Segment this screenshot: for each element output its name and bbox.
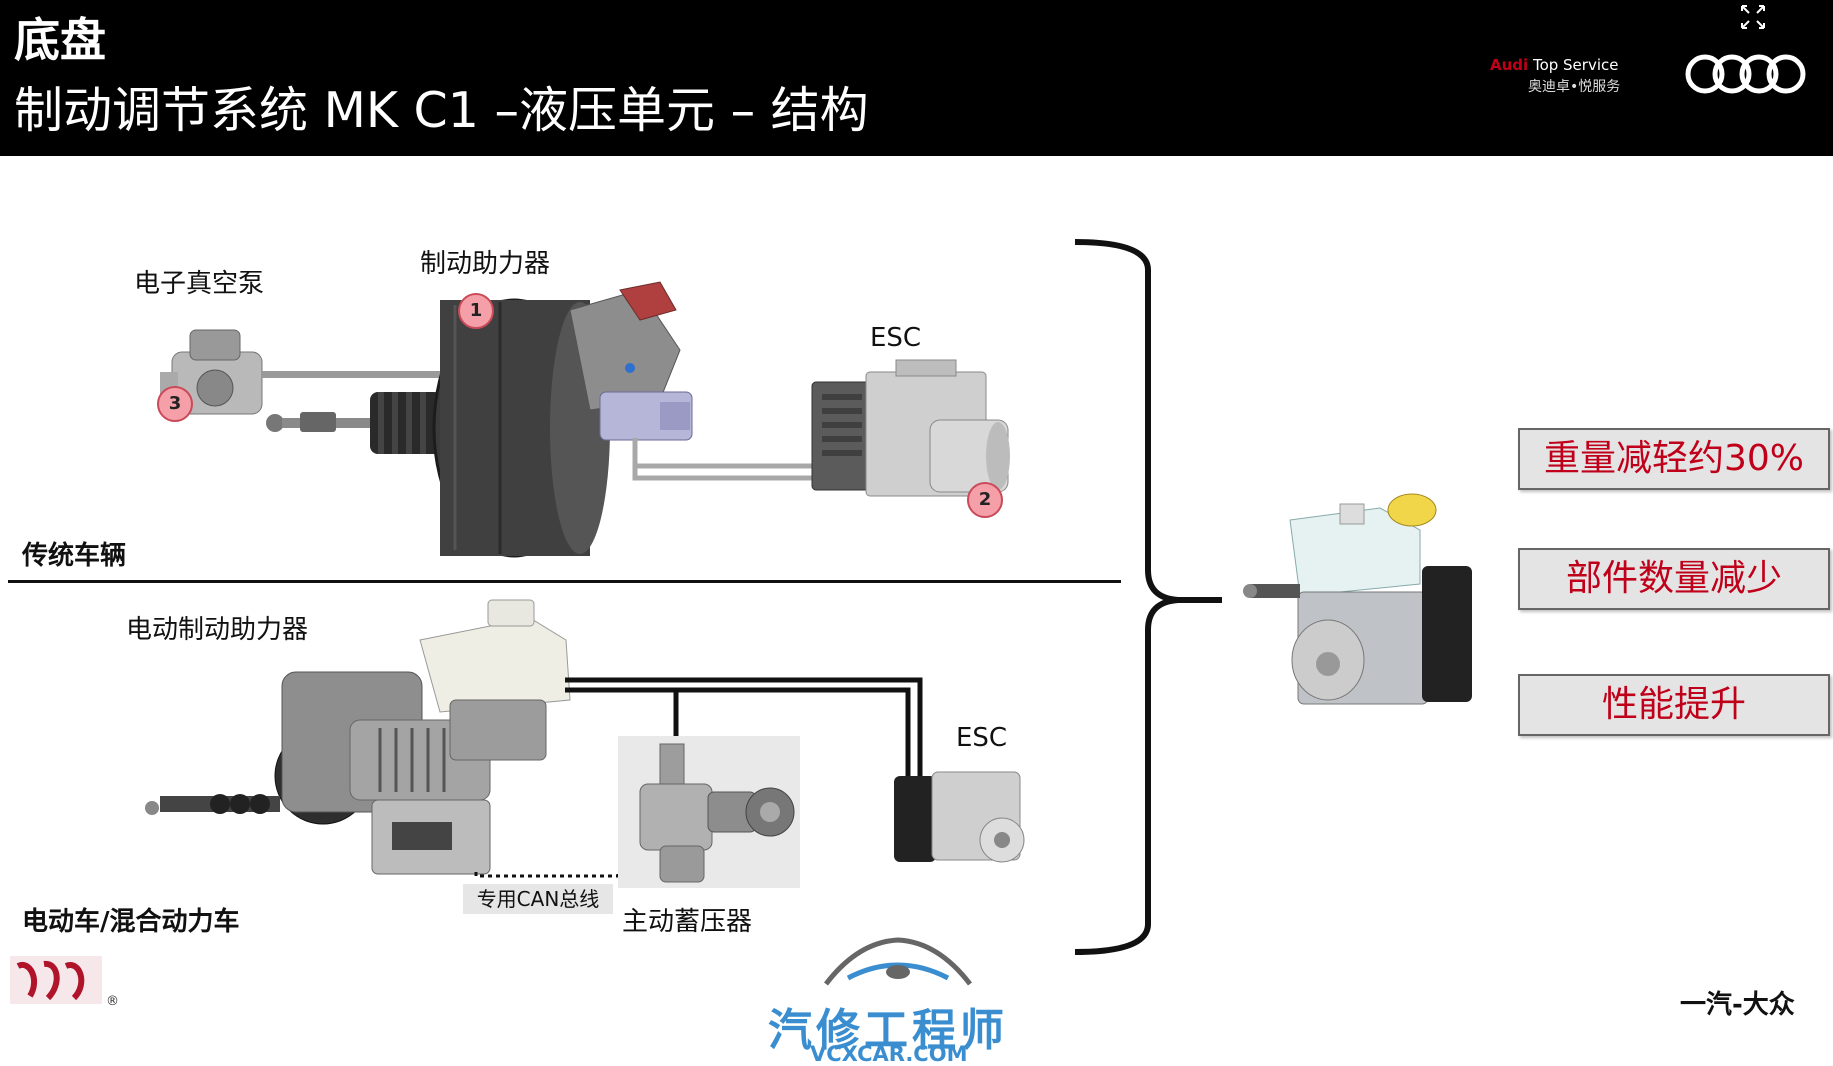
can-bus-line (474, 872, 620, 878)
hydraulic-line (565, 677, 923, 780)
brake-line (632, 438, 812, 469)
section-divider (8, 580, 1121, 583)
esc-module-image (811, 359, 1010, 497)
brake-line (632, 438, 812, 481)
conventional-vehicle-label: 传统车辆 (22, 541, 127, 571)
vacuum-hose (262, 371, 457, 378)
hydraulic-line (565, 687, 911, 780)
brake-booster-label: 制动助力器 (420, 249, 551, 279)
ev-hybrid-label: 电动车/混合动力车 (22, 907, 240, 937)
vacuum-pump-label: 电子真空泵 (134, 269, 265, 299)
mk-c1-unit-image (1243, 493, 1472, 705)
electric-booster-image (145, 599, 571, 875)
watermark-cn: 汽修工程师 (768, 1005, 1008, 1056)
accumulator-label: 主动蓄压器 (622, 907, 753, 937)
vacuum-pump-image (160, 329, 263, 415)
esc-label-top: ESC (870, 323, 922, 353)
page-title: 制动调节系统 MK C1 –液压单元 – 结构 (14, 82, 869, 139)
can-bus-label: 专用CAN总线 (463, 884, 613, 914)
callout-pump: 3 (157, 386, 193, 422)
watermark-en: VCXCAR.COM (810, 1042, 968, 1066)
electric-booster-label: 电动制动助力器 (126, 615, 309, 645)
faw-vw-brand: 一汽-大众 (1680, 990, 1795, 1020)
service-brand-text: Top Service (1532, 56, 1619, 74)
esc-label-bottom: ESC (956, 723, 1008, 753)
grouping-brace (1074, 239, 1222, 955)
benefit-performance: 性能提升 (1518, 674, 1830, 736)
registered-mark: ® (106, 994, 119, 1009)
expand-icon[interactable] (1740, 4, 1766, 30)
push-rod-image (266, 412, 372, 432)
service-brand-cn: 奥迪卓•悦服务 (1528, 79, 1621, 95)
benefit-weight: 重量减轻约30% (1518, 428, 1830, 490)
header-bar: 底盘 制动调节系统 MK C1 –液压单元 – 结构 Audi Top Serv… (0, 0, 1833, 156)
callout-esc: 2 (967, 482, 1003, 518)
category-title: 底盘 (14, 13, 106, 67)
service-brand: Audi Top Service (1490, 56, 1618, 74)
brand-seal-image (10, 956, 102, 1004)
active-accumulator-image (618, 736, 800, 888)
car-logo-icon (824, 937, 972, 986)
service-brand-audi: Audi (1490, 56, 1529, 74)
brake-booster-image (370, 298, 610, 558)
esc-module-image (894, 771, 1025, 863)
benefit-parts: 部件数量减少 (1518, 548, 1830, 610)
callout-booster: 1 (458, 293, 494, 329)
audi-rings-logo (1685, 54, 1806, 94)
master-cylinder-image (569, 281, 693, 441)
